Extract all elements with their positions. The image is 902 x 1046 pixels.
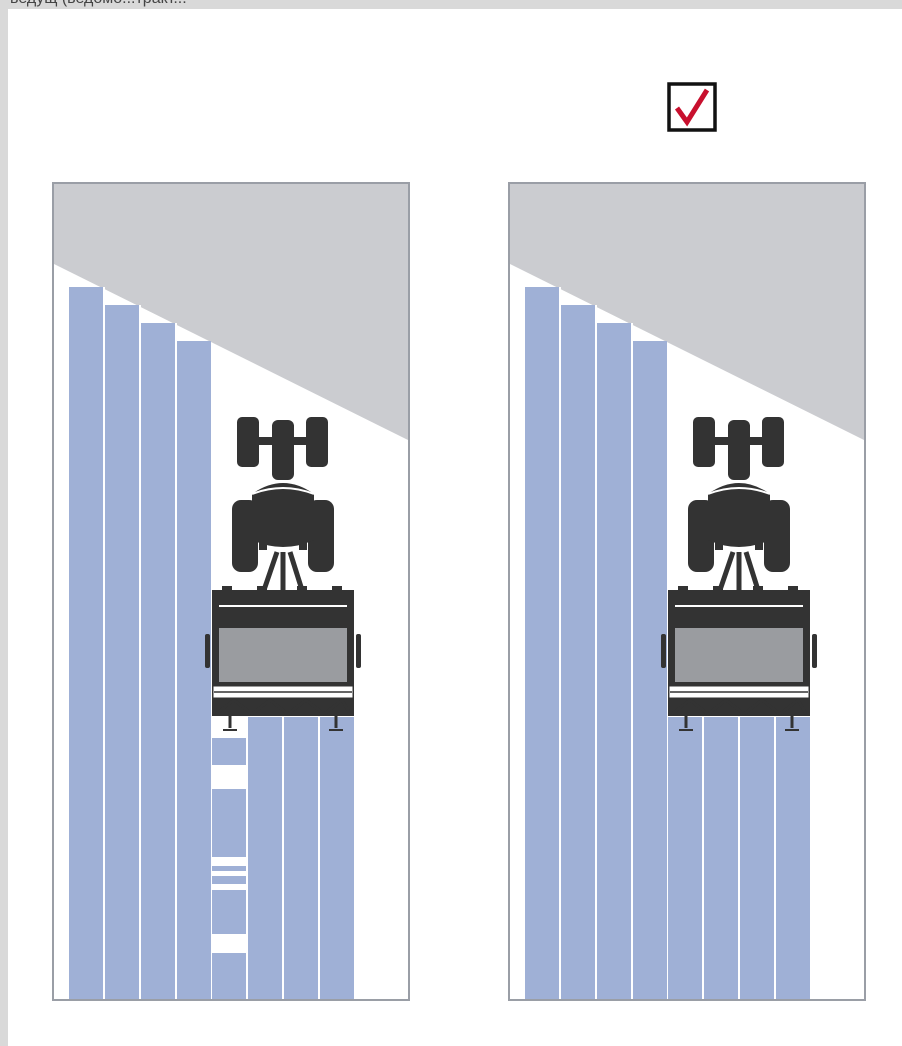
treated-strip	[525, 287, 559, 999]
treated-strip	[633, 341, 667, 999]
sprayer-icon	[205, 586, 361, 730]
treated-segment	[212, 953, 246, 999]
treated-strip	[561, 305, 595, 999]
checkmark-icon	[667, 82, 717, 132]
sprayer-icon	[661, 586, 817, 730]
option-checkbox[interactable]	[667, 82, 717, 132]
treated-segment	[212, 738, 246, 765]
panel-right	[508, 182, 866, 1001]
treated-strip	[668, 717, 702, 999]
cropped-header-text: ведущ (ведомо...тракт...	[10, 0, 187, 8]
treated-strip	[141, 323, 175, 999]
treated-strip	[740, 717, 774, 999]
treated-segment	[212, 866, 246, 871]
treated-segment	[212, 890, 246, 934]
treated-strip	[704, 717, 738, 999]
treated-strip	[284, 717, 318, 999]
treated-strip	[776, 717, 810, 999]
treated-strip	[177, 341, 211, 999]
panel-left	[52, 182, 410, 1001]
treated-strip	[105, 305, 139, 999]
treated-strip	[69, 287, 103, 999]
treated-strip	[320, 717, 354, 999]
treated-strip	[248, 717, 282, 999]
treated-strip	[597, 323, 631, 999]
treated-segment	[212, 789, 246, 857]
treated-segment	[212, 876, 246, 884]
